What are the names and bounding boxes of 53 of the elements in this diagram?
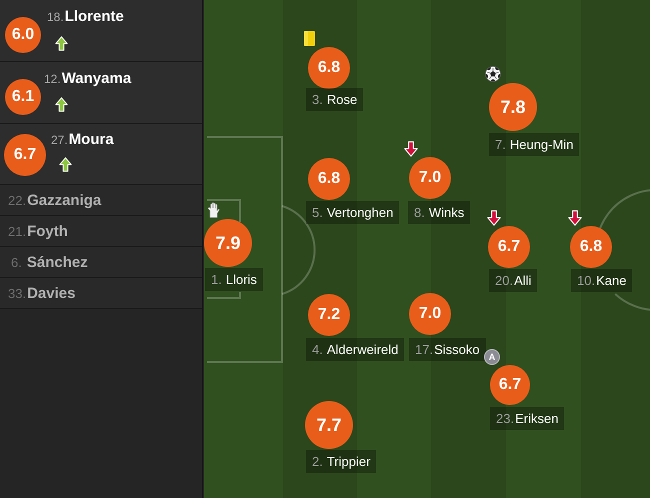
shirt-number: 6.	[11, 255, 22, 270]
rating-badge: 6.7	[4, 134, 46, 176]
player-name: Wanyama	[62, 70, 132, 88]
player-name: Alli	[514, 273, 532, 288]
substitute-row	[0, 124, 202, 185]
player-name-tag	[408, 201, 470, 224]
player-name-tag	[409, 338, 486, 361]
shirt-number: 33.	[8, 286, 26, 301]
player-name: Lloris	[226, 272, 257, 287]
shirt-number: 12.	[44, 72, 61, 86]
player-name-tag	[306, 88, 364, 111]
player-name: Davies	[27, 285, 76, 303]
player-name: Moura	[68, 131, 114, 149]
shirt-number: 21.	[8, 224, 26, 239]
shirt-number: 23.	[496, 411, 514, 426]
player-name-tag	[490, 407, 564, 430]
shirt-number: 22.	[8, 193, 26, 208]
player-name: Sissoko	[434, 342, 480, 357]
shirt-number: 2.	[312, 454, 323, 469]
player-name-tag	[489, 269, 538, 292]
player-name-tag	[571, 269, 632, 292]
substitute-row	[0, 62, 202, 124]
rating-badge: 6.0	[5, 17, 41, 53]
player-name: Vertonghen	[326, 205, 394, 220]
player-name-tag	[205, 268, 263, 291]
shirt-number: 8.	[414, 205, 425, 220]
player-name: Kane	[596, 273, 626, 288]
shirt-number: 7.	[495, 137, 506, 152]
player-name: Heung-Min	[510, 137, 574, 152]
player-name: Trippier	[326, 454, 370, 469]
player-name: Gazzaniga	[27, 192, 102, 210]
shirt-number: 1.	[211, 272, 222, 287]
shirt-number: 5.	[312, 205, 323, 220]
player-name: Winks	[428, 205, 464, 220]
player-name-tag	[306, 201, 400, 224]
player-name: Foyth	[27, 223, 68, 241]
shirt-number: 17.	[415, 342, 434, 357]
player-name: Sánchez	[26, 254, 88, 272]
shirt-number: 4.	[312, 342, 323, 357]
shirt-number: 27.	[51, 133, 68, 147]
shirt-number: 18.	[47, 10, 64, 24]
player-name: Alderweireld	[326, 342, 398, 357]
player-name: Eriksen	[515, 411, 558, 426]
shirt-number: 20.	[495, 273, 514, 288]
rating-badge: 6.1	[5, 79, 41, 115]
player-name-tag	[489, 133, 580, 156]
player-name-tag	[306, 338, 404, 361]
player-name: Rose	[326, 92, 358, 107]
shirt-number: 3.	[312, 92, 323, 107]
shirt-number: 10.	[577, 273, 596, 288]
player-name: Llorente	[64, 8, 124, 26]
player-name-tag	[306, 450, 376, 473]
substitute-row	[0, 0, 202, 62]
